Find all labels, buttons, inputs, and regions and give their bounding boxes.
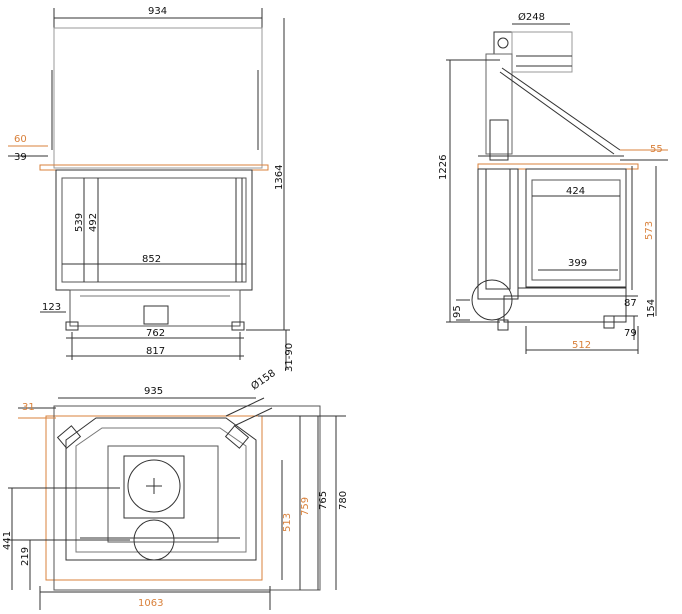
label-424: 424 — [566, 186, 585, 197]
label-1063: 1063 — [138, 598, 163, 609]
label-539: 539 — [74, 213, 85, 232]
label-123: 123 — [42, 302, 61, 313]
label-441: 441 — [2, 531, 13, 550]
label-39: 39 — [14, 152, 27, 163]
label-d248: Ø248 — [518, 11, 545, 23]
label-31-90: 31-90 — [284, 343, 295, 372]
label-1364: 1364 — [274, 165, 285, 190]
side-view-labels: Ø248 1226 55 424 573 399 87 154 95 79 51… — [438, 11, 663, 351]
plan-view — [8, 397, 346, 610]
front-view-labels: 934 60 39 539 492 852 1364 123 762 817 3… — [14, 6, 295, 372]
label-399: 399 — [568, 258, 587, 269]
label-60: 60 — [14, 134, 27, 145]
label-31: 31 — [22, 402, 35, 413]
label-762: 762 — [146, 328, 165, 339]
label-852: 852 — [142, 254, 161, 265]
label-79: 79 — [624, 328, 637, 339]
label-87: 87 — [624, 298, 637, 309]
label-492: 492 — [88, 213, 99, 232]
side-view — [446, 23, 668, 354]
label-d158: Ø158 — [249, 367, 278, 392]
label-55: 55 — [650, 144, 663, 155]
label-512: 512 — [572, 340, 591, 351]
label-934: 934 — [148, 6, 167, 17]
label-765: 765 — [318, 491, 329, 510]
front-view — [8, 8, 290, 370]
label-780: 780 — [338, 491, 349, 510]
label-817: 817 — [146, 346, 165, 357]
label-573: 573 — [644, 221, 655, 240]
label-219: 219 — [20, 547, 31, 566]
label-935: 935 — [144, 386, 163, 397]
label-154: 154 — [646, 299, 657, 318]
label-1226: 1226 — [438, 155, 449, 180]
label-513: 513 — [282, 513, 293, 532]
label-95: 95 — [452, 305, 463, 318]
label-759: 759 — [300, 497, 311, 516]
